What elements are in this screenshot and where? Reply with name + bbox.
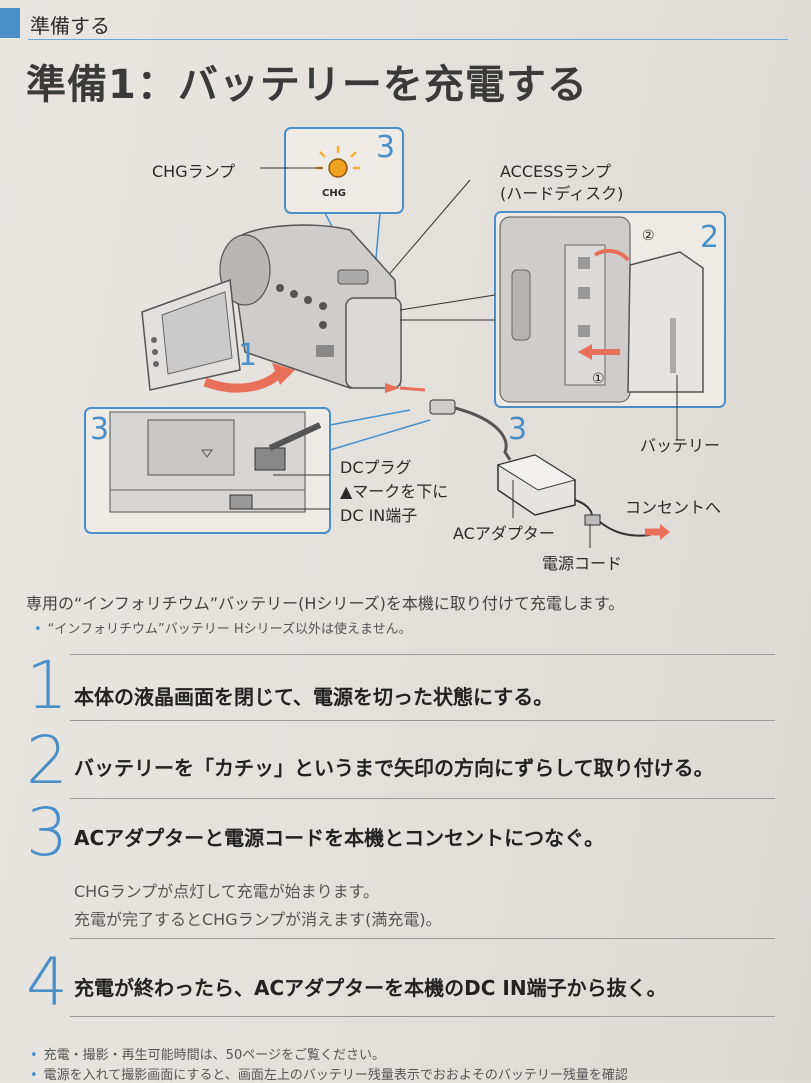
- bullet-icon: •: [34, 622, 42, 637]
- callout-circle-1: ①: [592, 371, 605, 387]
- step-2: 2 バッテリーを「カチッ」というまで矢印の方向にずらして取り付ける。: [26, 722, 786, 799]
- chg-lamp-label: CHGランプ: [152, 162, 236, 181]
- battery-charging-diagram: CHGランプ CHG 3 ACCESSランプ (ハードディスク) 2 ② ① 1…: [80, 120, 740, 580]
- access-lamp-label: ACCESSランプ: [500, 162, 611, 181]
- to-outlet-label: コンセントへ: [625, 498, 722, 517]
- power-cord-label: 電源コード: [542, 554, 623, 573]
- chg-lamp-icon: [316, 146, 360, 178]
- step-1: 1 本体の液晶画面を閉じて、電源を切った状態にする。: [26, 647, 786, 725]
- intro-text: 専用の“インフォリチウム”バッテリー(Hシリーズ)を本機に取り付けて充電します。: [26, 594, 625, 613]
- footnote-1: • 充電・撮影・再生可能時間は、50ページをご覧ください。: [30, 1044, 385, 1063]
- section-color-tab: [0, 8, 20, 38]
- step-sub-text-1: CHGランプが点灯して充電が始まります。: [74, 882, 380, 901]
- battery-mount-illustration: [499, 216, 631, 403]
- dc-in-port-illustration: [109, 411, 322, 513]
- diagram-illustration: [84, 127, 726, 548]
- callout-3-dcin: 3: [90, 412, 110, 447]
- step-number: 4: [26, 944, 68, 1021]
- dc-plug-label: DCプラグ: [340, 458, 412, 477]
- step-number: 2: [26, 722, 68, 799]
- callout-3-chg: 3: [376, 130, 396, 165]
- callout-3-adapter: 3: [508, 412, 528, 447]
- access-lamp-sub-label: (ハードディスク): [500, 184, 624, 203]
- step-text: 充電が終わったら、ACアダプターを本機のDC IN端子から抜く。: [74, 976, 667, 1000]
- page-title: 準備1：バッテリーを充電する: [26, 62, 588, 108]
- ac-adapter-illustration: [496, 454, 577, 516]
- footnote-2: • 電源を入れて撮影画面にすると、画面左上のバッテリー残量表示でおおよそのバッテリ…: [30, 1064, 628, 1083]
- step-divider: [70, 654, 775, 655]
- step-divider: [70, 798, 775, 799]
- footnote-text: 充電・撮影・再生可能時間は、50ページをご覧ください。: [43, 1048, 385, 1063]
- callout-2-battery: 2: [700, 220, 720, 255]
- step-number: 3: [26, 794, 68, 871]
- step-sub-text-2: 充電が完了するとCHGランプが消えます(満充電)。: [74, 910, 442, 929]
- bullet-icon: •: [30, 1048, 38, 1063]
- footnote-text: 電源を入れて撮影画面にすると、画面左上のバッテリー残量表示でおおよそのバッテリー…: [43, 1068, 628, 1083]
- mark-down-label: ▲マークを下に: [340, 482, 449, 501]
- step-divider: [70, 938, 775, 939]
- callout-1-lcd: 1: [238, 338, 258, 373]
- camcorder-illustration: [141, 224, 402, 391]
- step-divider: [70, 1016, 775, 1017]
- step-text: ACアダプターと電源コードを本機とコンセントにつなぐ。: [74, 826, 605, 850]
- dc-in-label: DC IN端子: [340, 506, 418, 525]
- step-text: 本体の液晶画面を閉じて、電源を切った状態にする。: [74, 685, 554, 709]
- step-number: 1: [26, 647, 68, 724]
- bullet-icon: •: [30, 1068, 38, 1083]
- step-4: 4 充電が終わったら、ACアダプターを本機のDC IN端子から抜く。: [26, 940, 786, 1020]
- ac-adapter-label: ACアダプター: [453, 524, 555, 543]
- step-3: 3 ACアダプターと電源コードを本機とコンセントにつなぐ。 CHGランプが点灯し…: [26, 798, 786, 938]
- chg-lamp-text: CHG: [322, 188, 346, 199]
- step-divider: [70, 720, 775, 721]
- intro-note-text: “インフォリチウム”バッテリー Hシリーズ以外は使えません。: [47, 622, 412, 637]
- battery-label: バッテリー: [640, 436, 721, 455]
- callout-circle-2: ②: [642, 228, 655, 244]
- intro-note: • “インフォリチウム”バッテリー Hシリーズ以外は使えません。: [34, 618, 412, 637]
- title-divider: [28, 39, 788, 40]
- step-text: バッテリーを「カチッ」というまで矢印の方向にずらして取り付ける。: [74, 756, 714, 780]
- section-tag: 準備する: [30, 14, 110, 38]
- battery-pack-illustration: [627, 251, 704, 393]
